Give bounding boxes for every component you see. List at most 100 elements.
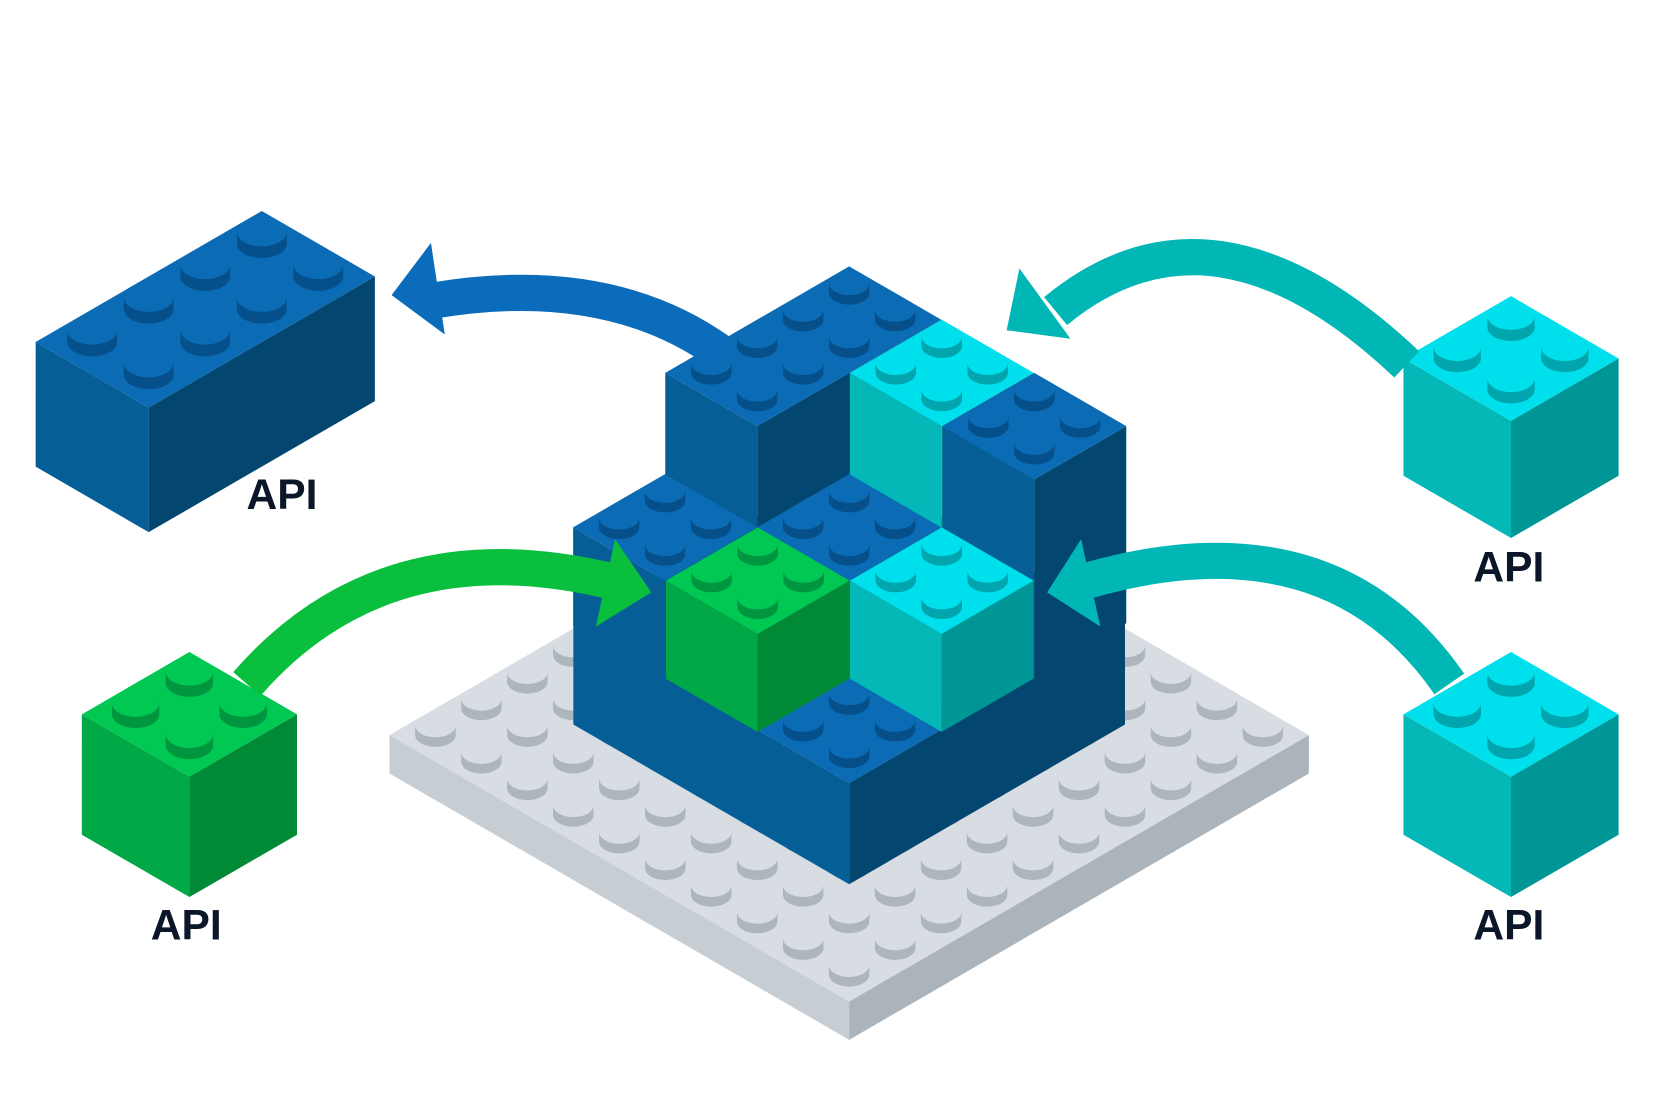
brick-left-face <box>35 341 149 533</box>
stud-top <box>598 506 640 530</box>
stud-top <box>782 506 824 530</box>
stud <box>180 250 231 291</box>
stud <box>1196 740 1238 774</box>
api-label-green-brick: API <box>151 902 222 950</box>
stud <box>1060 404 1101 438</box>
stud-top <box>1487 302 1535 330</box>
stud-top <box>293 250 344 280</box>
stud-top <box>690 506 732 530</box>
stud-top <box>966 820 1008 844</box>
brick-top-face <box>1403 296 1619 421</box>
stud-top <box>1541 689 1589 717</box>
stud-top <box>644 479 686 503</box>
stud <box>875 351 916 385</box>
stud <box>874 926 916 960</box>
stud <box>1487 658 1535 697</box>
stud-top <box>1014 431 1055 455</box>
brick-left-face <box>1403 358 1512 539</box>
stud <box>782 926 824 960</box>
stud-top <box>507 713 548 738</box>
api-brick-blue <box>35 210 375 533</box>
brick-green-inserted <box>665 527 850 732</box>
stud <box>111 689 160 729</box>
stud <box>782 708 824 742</box>
stud-top <box>828 532 870 557</box>
arrow-shaft <box>233 549 613 696</box>
api-label-cyan-bottom-brick: API <box>1473 902 1544 950</box>
stud-top <box>645 793 686 818</box>
stud-top <box>828 953 870 977</box>
stud <box>1196 687 1238 721</box>
api-brick-green <box>81 652 297 898</box>
stud-top <box>782 873 824 898</box>
stud-top <box>782 708 824 732</box>
arrow-out-blue <box>391 242 730 367</box>
stud <box>1433 333 1481 373</box>
stud-top <box>874 506 916 530</box>
stud-top <box>180 315 231 345</box>
stud <box>966 820 1008 854</box>
stud-top <box>1541 333 1589 361</box>
stud <box>691 873 732 907</box>
stud-top <box>967 559 1008 583</box>
stud <box>507 713 548 747</box>
stud-top <box>1150 767 1192 791</box>
stud-top <box>828 735 870 759</box>
stud-top <box>875 351 916 376</box>
stud <box>966 873 1008 907</box>
stud <box>874 708 916 742</box>
stud-top <box>1012 846 1054 871</box>
arrow-head <box>391 242 445 335</box>
stud <box>921 532 962 566</box>
brick-right-face <box>849 735 1309 1040</box>
stud-top <box>1196 687 1238 711</box>
stud-top <box>1150 713 1192 738</box>
stud <box>828 271 870 305</box>
stud <box>507 767 548 801</box>
stud <box>828 735 870 769</box>
stud <box>967 559 1008 593</box>
stud-top <box>828 271 870 296</box>
stud-top <box>737 585 778 610</box>
stud-top <box>645 846 686 871</box>
stud <box>968 404 1009 438</box>
stud-top <box>180 250 231 280</box>
stud <box>967 351 1008 385</box>
stud-top <box>1058 820 1100 844</box>
stud-top <box>553 793 594 818</box>
stud <box>1487 302 1535 342</box>
stud-top <box>507 767 548 791</box>
stud-top <box>920 846 962 871</box>
stud <box>874 298 916 332</box>
stud-top <box>874 873 916 898</box>
brick-right-face <box>1511 714 1619 898</box>
stud-top <box>921 585 962 610</box>
stud <box>691 351 732 385</box>
stud <box>123 348 174 390</box>
stud-top <box>1487 720 1535 748</box>
stud-top <box>691 559 732 583</box>
stud-top <box>123 283 174 312</box>
stud <box>782 298 824 332</box>
stud <box>1150 713 1192 747</box>
stud <box>828 479 870 513</box>
stud-top <box>1014 378 1055 402</box>
stud-top <box>921 378 962 402</box>
stud <box>1433 689 1481 729</box>
stud <box>875 559 916 593</box>
stud <box>921 378 962 412</box>
stud <box>1012 846 1054 881</box>
stud <box>67 315 118 357</box>
stud-top <box>736 378 778 402</box>
stud <box>783 559 824 593</box>
stud-top <box>967 351 1008 376</box>
stud-top <box>123 348 174 378</box>
stud <box>782 351 824 385</box>
stud-top <box>1104 740 1146 764</box>
brick-top-face <box>849 527 1034 634</box>
stud-top <box>874 708 916 732</box>
stud-top <box>1433 333 1481 361</box>
stud <box>1014 431 1055 465</box>
stud-top <box>782 298 824 322</box>
api-brick-cyan-bottom <box>1403 652 1619 898</box>
